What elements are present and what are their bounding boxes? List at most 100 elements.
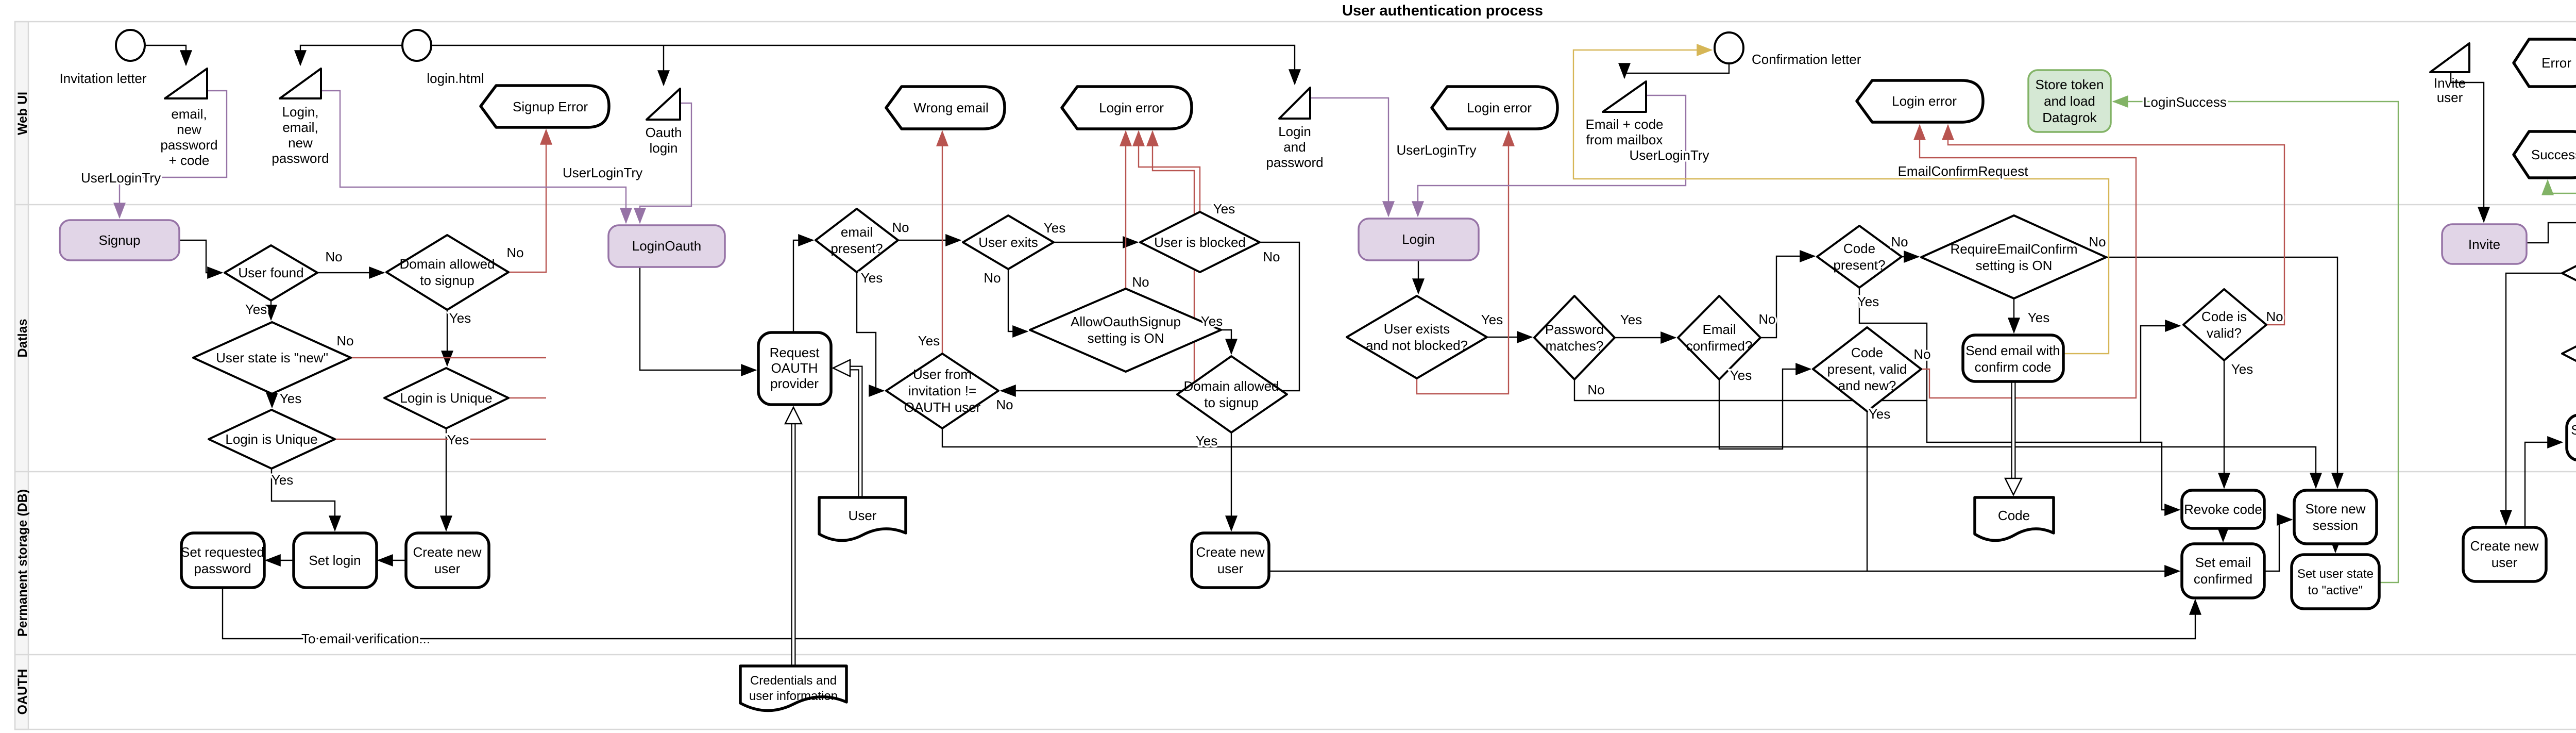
edge-signup-to-user-found <box>179 239 224 279</box>
label-allow-yes: Yes <box>1201 313 1223 329</box>
label-email-doc-line4: + code <box>169 153 210 168</box>
decision-allow-oauth-signup <box>1029 288 1222 373</box>
lane-label-oauth: OAUTH <box>15 669 30 715</box>
edges-purple <box>113 90 1687 224</box>
edge-to-email-verification <box>222 588 2201 640</box>
label-email-code: Email + code from mailbox UserLoginTry <box>1585 116 1711 165</box>
label-oauth-login: Oauth login <box>646 125 682 156</box>
node-create-user-3-line1: Create new <box>2470 538 2539 554</box>
decision-user-exits-label: User exits <box>978 235 1038 250</box>
doc-code-label: Code <box>1998 508 2030 523</box>
doc-triangle-login-password-icon <box>1278 87 1311 120</box>
terminator-login-error-3 <box>1855 79 1985 124</box>
label-email-doc-line2: new <box>177 122 201 137</box>
label-email-present-yes: Yes <box>861 270 883 286</box>
edge-send-email2-success <box>2541 179 2576 195</box>
node-set-login <box>292 531 378 589</box>
node-create-user-2-line2: user <box>1217 561 1244 576</box>
node-request-oauth-line3: provider <box>770 376 819 391</box>
label-login-doc-line2: email, <box>282 120 318 135</box>
node-request-oauth-line2: OAUTH <box>771 360 818 376</box>
edge-require-no-store-session <box>2106 256 2344 489</box>
decision-email-present-line1: email <box>841 224 873 240</box>
lane-label-web-ui: Web UI <box>15 92 30 135</box>
edges-double <box>784 359 2023 666</box>
node-send-email-2-line1: Send email with <box>2571 422 2576 438</box>
label-blocked-no: No <box>1263 249 1280 264</box>
label-code-present-no: No <box>1891 234 1908 249</box>
decision-password-line2: matches? <box>1546 338 1604 354</box>
decision-code-present-line1: Code <box>1843 241 1875 256</box>
edge-confirmation-to-email-code-doc <box>1618 63 1730 79</box>
edge-trunk-to-code-valid <box>2140 320 2181 442</box>
node-create-user-1 <box>404 531 490 589</box>
decision-invitation-line1: User from <box>913 366 972 382</box>
label-user-state1-yes: Yes <box>280 391 301 406</box>
decision-user-found <box>224 244 318 302</box>
node-create-user-1-line2: user <box>434 561 461 576</box>
decision-code-present-valid-new <box>1812 326 1922 412</box>
node-store-session-line2: session <box>2313 518 2358 533</box>
decision-user-state-new-1 <box>192 321 352 395</box>
swimlane-frame: Web UI Datlas Permanent storage (DB) OAU… <box>14 21 2576 730</box>
decision-code-valid <box>2182 288 2267 361</box>
edge-start2-to-login-doc <box>294 44 402 66</box>
doc-credentials-line2: user information <box>749 689 838 703</box>
label-email-doc: email, new password + code <box>160 106 217 168</box>
decision-user-exists-2 <box>2561 265 2576 281</box>
node-invite-label: Invite <box>2468 237 2500 252</box>
edge-code-pvn-no-login-error3 <box>1913 124 2137 399</box>
edge-domain1-no-signup-error <box>509 128 552 273</box>
decision-require-email-confirm <box>1920 214 2107 299</box>
edge-set-email-confirmed-to-store-session <box>2264 513 2293 572</box>
edge-blocked-no-invitation <box>999 241 1300 397</box>
terminator-login-error-1-label: Login error <box>1099 100 1164 115</box>
decision-allow-oauth-line2: setting is ON <box>1088 330 1164 346</box>
label-login-doc-line3: new <box>288 135 313 151</box>
node-store-token-line1: Store token <box>2036 77 2104 92</box>
node-store-token <box>2027 69 2112 133</box>
decision-user-exits <box>962 214 1055 270</box>
node-login-label: Login <box>1402 231 1435 247</box>
decision-domain-allowed-1-line1: Domain allowed <box>400 256 495 272</box>
decision-email-present <box>815 208 899 273</box>
edge-email-confirmed-yes <box>1718 363 1812 450</box>
label-code-pvn-no: No <box>1913 346 1930 362</box>
label-domain2-yes: Yes <box>1196 433 1217 448</box>
diagram-title: User authentication process <box>1342 3 1543 19</box>
node-create-user-2 <box>1190 531 1270 589</box>
label-login-html: login.html <box>427 71 484 86</box>
terminator-login-error-2 <box>1430 85 1559 130</box>
start-circle-confirmation <box>1714 31 1744 64</box>
edges-green <box>2112 95 2576 584</box>
decision-password-matches <box>1533 295 1616 380</box>
node-set-req-pwd-line1: Set requested <box>181 544 264 560</box>
decision-invitation-mismatch <box>885 353 999 429</box>
yes-no-labels: No Yes No Yes No Yes Yes Yes No Yes Yes … <box>243 199 2285 490</box>
label-invite-user-line1: Invite <box>2434 75 2466 91</box>
label-email-confirmed-no: No <box>1758 311 1775 327</box>
start-circle-login <box>401 29 432 62</box>
label-email-doc-line1: email, <box>171 106 207 122</box>
node-set-login-label: Set login <box>309 553 361 568</box>
label-domain1-no: No <box>506 245 523 260</box>
label-oauth-login-line2: login <box>650 140 678 156</box>
lane-label-datlas: Datlas <box>15 319 30 357</box>
label-invitation-yes: Yes <box>918 333 940 348</box>
lane-outer-border <box>14 21 2576 730</box>
node-login-oauth-label: LoginOauth <box>632 238 701 254</box>
edge-unique1-yes-set-login <box>270 469 341 532</box>
edge-start1-to-invitation-doc <box>146 44 192 66</box>
terminator-success-label: Success <box>2531 147 2576 162</box>
label-email-doc-line3: password <box>160 137 217 153</box>
node-create-user-3-line2: user <box>2492 555 2518 570</box>
doc-triangle-email-code-icon <box>1602 80 1647 113</box>
node-set-email-confirmed-line2: confirmed <box>2194 571 2252 587</box>
node-store-token-line2: and load <box>2044 93 2095 109</box>
hollow-arrow-code <box>2004 477 2023 496</box>
label-password-yes: Yes <box>1620 312 1642 327</box>
label-uenb-yes: Yes <box>1481 312 1503 327</box>
decision-domain-allowed-2 <box>1176 355 1288 434</box>
terminator-error-label: Error <box>2541 55 2571 71</box>
hollow-arrow-userdoc <box>832 359 851 377</box>
